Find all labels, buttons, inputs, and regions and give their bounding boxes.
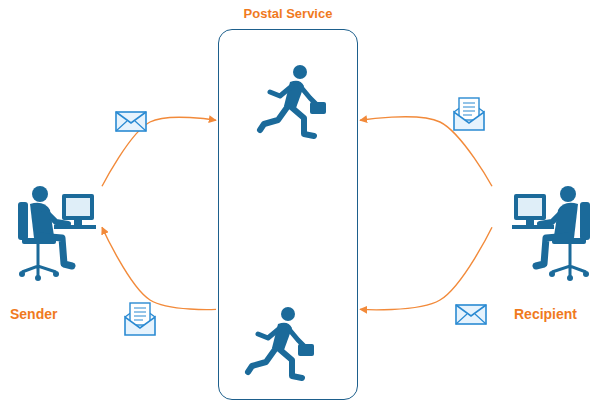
seated-person-at-computer bbox=[4, 176, 100, 304]
seated-person-at-computer bbox=[494, 176, 602, 304]
envelope-icon bbox=[116, 112, 146, 131]
postal-box-border bbox=[218, 29, 358, 400]
open-envelope-icon bbox=[454, 98, 484, 130]
envelope-icon bbox=[456, 305, 486, 324]
postal-service-box: Postal Service bbox=[218, 6, 358, 400]
person-label: Sender bbox=[10, 306, 57, 322]
person-figure: Sender bbox=[4, 176, 100, 326]
box-heading: Postal Service bbox=[218, 6, 358, 21]
person-label: Recipient bbox=[514, 306, 577, 322]
person-figure: Recipient bbox=[494, 176, 602, 326]
running-couriers bbox=[218, 6, 358, 400]
flow-arrow bbox=[360, 227, 492, 310]
open-envelope-icon bbox=[125, 303, 155, 335]
flow-arrow bbox=[102, 227, 216, 309]
